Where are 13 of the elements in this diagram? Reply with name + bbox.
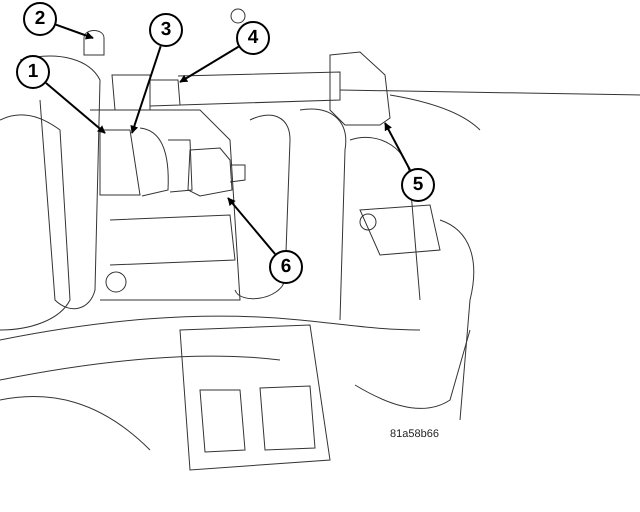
leader-line [56,24,94,40]
callout-number: 5 [401,168,435,202]
callout-number: 4 [236,21,270,55]
leader-line [130,46,162,134]
figure-code: 81a58b66 [390,428,439,440]
leader-line [384,122,411,170]
leader-line [45,82,106,134]
callout-number: 6 [269,250,303,284]
leader-line [179,46,239,83]
callout-number: 2 [23,2,57,36]
leader-line [227,197,276,255]
callout-number: 3 [149,13,183,47]
callout-number: 1 [16,55,50,89]
